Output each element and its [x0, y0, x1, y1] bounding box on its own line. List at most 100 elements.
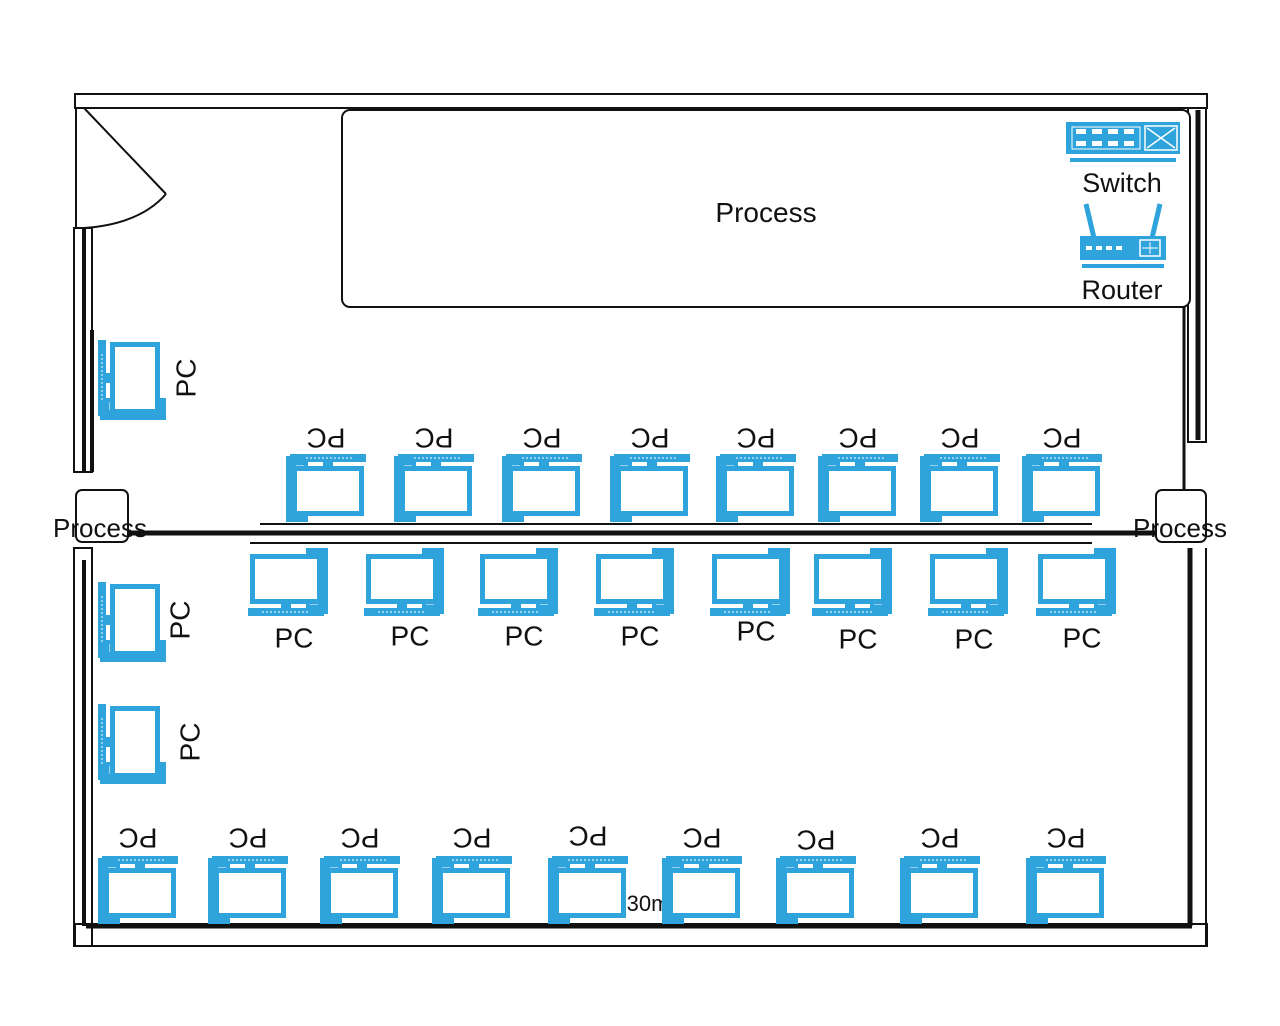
pc-station [363, 547, 445, 617]
pc-icon [661, 855, 743, 925]
pc-label: PC [737, 615, 776, 646]
pc-icon [609, 453, 691, 523]
process-left-shape [75, 489, 129, 543]
pc-icon [285, 453, 367, 523]
pc-icon [477, 547, 559, 617]
pc-label: PC [505, 620, 544, 651]
process-right-shape [1155, 489, 1207, 543]
pc-station [477, 547, 559, 617]
pc-icon [1025, 855, 1107, 925]
pc-label: PC [737, 423, 776, 454]
process-right-label: Process [1133, 513, 1227, 543]
pc-row-bottom: PC PC PC PC PC PC PC PC PC [97, 821, 1107, 925]
pc-label: PC [523, 423, 562, 454]
pc-row-top: PC PC PC PC PC PC PC PC [285, 423, 1103, 523]
switch-label: Switch [1082, 168, 1162, 198]
pc-icon [393, 453, 475, 523]
pc-icon [811, 547, 893, 617]
pc-label: PC [839, 623, 878, 654]
pc-station [775, 855, 857, 925]
pc-row-middle: PC PC PC PC PC PC PC PC [247, 547, 1117, 654]
pc-label: PC [955, 623, 994, 654]
pc-station [1035, 547, 1117, 617]
pc-label: PC [797, 825, 836, 856]
pc-icon [431, 855, 513, 925]
process-main-label: Process [715, 197, 816, 228]
pc-station [1025, 855, 1107, 925]
pc-label: PC [229, 823, 268, 854]
pc-label: PC [391, 620, 430, 651]
pc-column-left: PC PC PC [97, 339, 205, 785]
pc-station [817, 453, 899, 523]
pc-label: PC [1063, 622, 1102, 653]
pc-icon [97, 855, 179, 925]
process-left-label: Process [53, 513, 147, 543]
pc-station [899, 855, 981, 925]
pc-station [247, 547, 329, 617]
pc-icon [363, 547, 445, 617]
pc-label: PC [174, 723, 205, 762]
pc-icon [709, 547, 791, 617]
pc-label: PC [683, 823, 722, 854]
building-walls [73, 93, 1208, 947]
pc-station [709, 547, 791, 617]
pc-station [431, 855, 513, 925]
pc-icon [593, 547, 675, 617]
pc-station [927, 547, 1009, 617]
pc-label: PC [921, 823, 960, 854]
pc-icon [547, 855, 629, 925]
pc-station [97, 339, 167, 421]
pc-label: PC [839, 423, 878, 454]
pc-label: PC [621, 620, 660, 651]
pc-station [547, 855, 629, 925]
pc-station [1021, 453, 1103, 523]
pc-station [207, 855, 289, 925]
process-main-shape [341, 109, 1191, 308]
pc-label: PC [164, 601, 195, 640]
pc-icon [927, 547, 1009, 617]
pc-icon [1035, 547, 1117, 617]
pc-icon [1021, 453, 1103, 523]
pc-station [393, 453, 475, 523]
router-icon [1080, 203, 1166, 268]
pc-station [593, 547, 675, 617]
pc-label: PC [275, 622, 314, 653]
pc-icon [817, 453, 899, 523]
pc-label: PC [453, 823, 492, 854]
pc-icon [97, 703, 167, 785]
pc-station [609, 453, 691, 523]
pc-icon [899, 855, 981, 925]
pc-icon [501, 453, 583, 523]
pc-station [715, 453, 797, 523]
pc-station [501, 453, 583, 523]
pc-icon [919, 453, 1001, 523]
pc-station [285, 453, 367, 523]
pc-station [661, 855, 743, 925]
pc-station [319, 855, 401, 925]
pc-label: PC [341, 823, 380, 854]
pc-label: PC [1047, 823, 1086, 854]
pc-station [97, 581, 167, 663]
pc-icon [207, 855, 289, 925]
pc-label: PC [119, 823, 158, 854]
pc-station [97, 703, 167, 785]
pc-station [97, 855, 179, 925]
pc-label: PC [307, 423, 346, 454]
pc-label: PC [569, 821, 608, 852]
pc-station [811, 547, 893, 617]
pc-label: PC [1043, 423, 1082, 454]
pc-label: PC [415, 423, 454, 454]
pc-icon [247, 547, 329, 617]
pc-icon [715, 453, 797, 523]
pc-label: PC [631, 423, 670, 454]
pc-icon [319, 855, 401, 925]
pc-label: PC [170, 359, 201, 398]
pc-label: PC [941, 423, 980, 454]
entrance-door [75, 107, 167, 229]
switch-icon [1066, 122, 1180, 162]
pc-icon [97, 339, 167, 421]
pc-station [919, 453, 1001, 523]
pc-icon [97, 581, 167, 663]
router-label: Router [1081, 275, 1162, 305]
